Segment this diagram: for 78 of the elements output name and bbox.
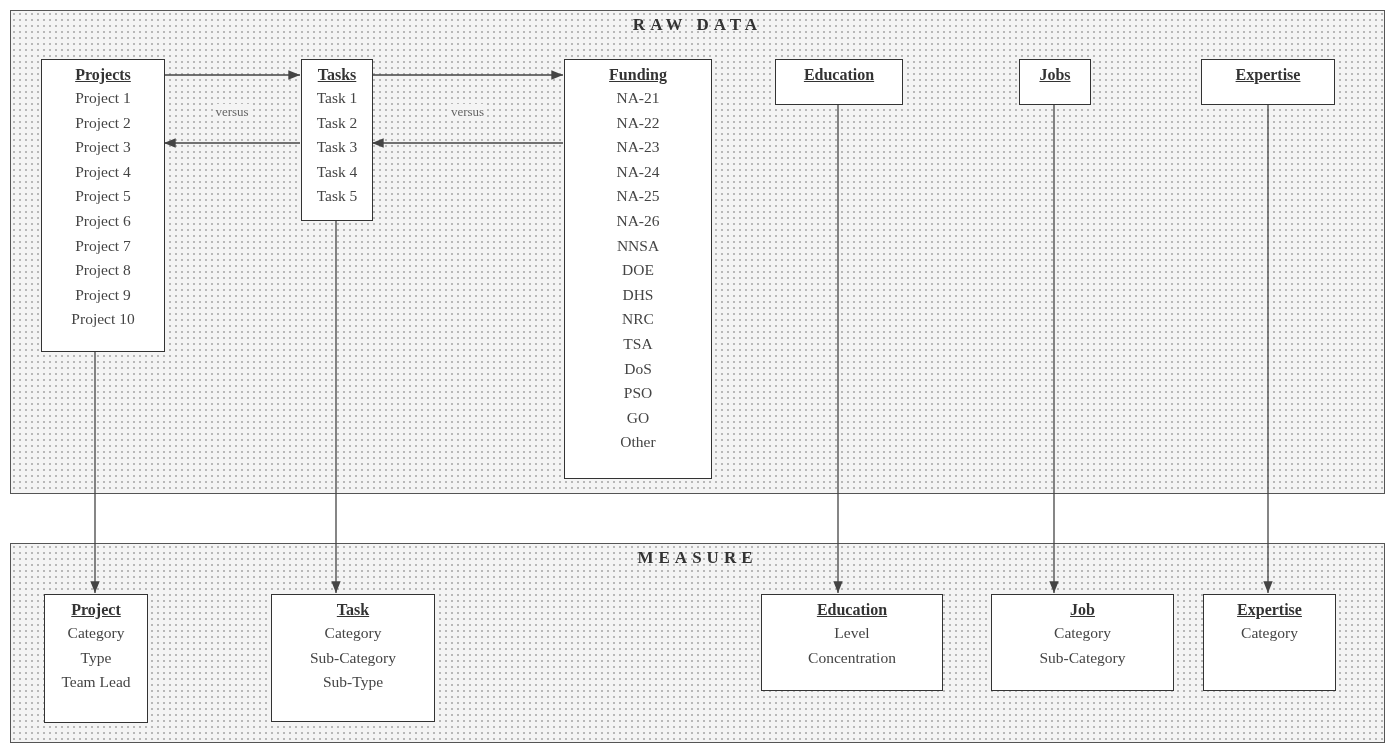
list-item: Sub-Category bbox=[308, 647, 398, 668]
list-item: NA-22 bbox=[615, 112, 661, 133]
arrow bbox=[1263, 103, 1273, 594]
list-item: Sub-Type bbox=[321, 672, 385, 693]
list-item: Task 4 bbox=[315, 161, 359, 182]
process-box bbox=[991, 594, 1174, 691]
box-heading: Projects bbox=[74, 65, 132, 86]
list-item: Task 3 bbox=[315, 137, 359, 158]
box-heading: Jobs bbox=[1038, 65, 1072, 85]
list-item: Category bbox=[323, 623, 383, 643]
box-heading: Education bbox=[815, 600, 889, 620]
list-item: GO bbox=[625, 407, 651, 428]
list-item: Concentration bbox=[807, 647, 897, 668]
list-item: Type bbox=[79, 647, 113, 668]
list-item: Sub-Category bbox=[1038, 647, 1127, 668]
list-item: NA-23 bbox=[615, 137, 661, 158]
list-item: Project 9 bbox=[74, 284, 132, 305]
list-item: Category bbox=[66, 623, 126, 643]
edge-label: versus bbox=[448, 104, 487, 120]
box-heading: Task bbox=[335, 600, 371, 620]
process-box bbox=[1203, 594, 1336, 691]
list-item: NRC bbox=[621, 309, 655, 330]
process-box bbox=[44, 594, 148, 723]
box-heading: Funding bbox=[608, 65, 668, 86]
arrow bbox=[163, 70, 301, 80]
group-title: RAW DATA bbox=[632, 15, 763, 34]
box-heading: Tasks bbox=[316, 65, 358, 85]
list-item: Category bbox=[1053, 623, 1112, 643]
box-heading: Education bbox=[802, 65, 876, 85]
group-title: MEASURE bbox=[637, 548, 758, 567]
list-item: Project 1 bbox=[74, 88, 132, 108]
list-item: Project 2 bbox=[74, 112, 132, 133]
process-box bbox=[564, 59, 712, 479]
group-panel bbox=[10, 543, 1385, 743]
process-box bbox=[1201, 59, 1335, 105]
list-item: Project 10 bbox=[70, 309, 136, 330]
process-box bbox=[301, 59, 373, 221]
process-box bbox=[41, 59, 165, 352]
list-item: Task 5 bbox=[315, 186, 359, 207]
arrow bbox=[90, 350, 100, 594]
list-item: Project 7 bbox=[74, 235, 132, 256]
arrow bbox=[163, 138, 301, 148]
list-item: NNSA bbox=[615, 235, 661, 256]
list-item: Project 8 bbox=[74, 260, 132, 281]
list-item: Other bbox=[619, 432, 657, 453]
list-item: Project 6 bbox=[74, 210, 132, 231]
list-item: DOE bbox=[621, 260, 655, 281]
list-item: Project 3 bbox=[74, 137, 132, 158]
box-heading: Project bbox=[70, 600, 122, 621]
process-box bbox=[1019, 59, 1091, 105]
list-item: TSA bbox=[622, 333, 654, 354]
list-item: Team Lead bbox=[60, 672, 132, 693]
arrow bbox=[833, 103, 843, 594]
box-heading: Job bbox=[1069, 600, 1096, 620]
arrow bbox=[1049, 103, 1059, 594]
box-heading: Expertise bbox=[1236, 600, 1303, 621]
process-box bbox=[761, 594, 943, 691]
list-item: NA-21 bbox=[615, 88, 661, 108]
list-item: NA-25 bbox=[615, 186, 661, 207]
process-box bbox=[775, 59, 903, 105]
process-box bbox=[271, 594, 435, 722]
arrow bbox=[331, 219, 341, 594]
list-item: Level bbox=[833, 623, 871, 643]
list-item: DHS bbox=[621, 284, 655, 305]
list-item: NA-24 bbox=[615, 161, 661, 182]
arrow bbox=[371, 70, 564, 80]
list-item: DoS bbox=[623, 358, 653, 379]
group-panel bbox=[10, 10, 1385, 494]
list-item: Project 4 bbox=[74, 161, 132, 182]
list-item: NA-26 bbox=[615, 210, 661, 231]
list-item: Task 2 bbox=[315, 112, 359, 133]
edge-label: versus bbox=[213, 104, 251, 120]
box-heading: Expertise bbox=[1234, 65, 1302, 86]
arrow bbox=[371, 138, 564, 148]
list-item: Project 5 bbox=[74, 186, 132, 207]
list-item: Task 1 bbox=[315, 88, 359, 108]
list-item: Category bbox=[1240, 623, 1299, 643]
list-item: PSO bbox=[622, 383, 654, 404]
